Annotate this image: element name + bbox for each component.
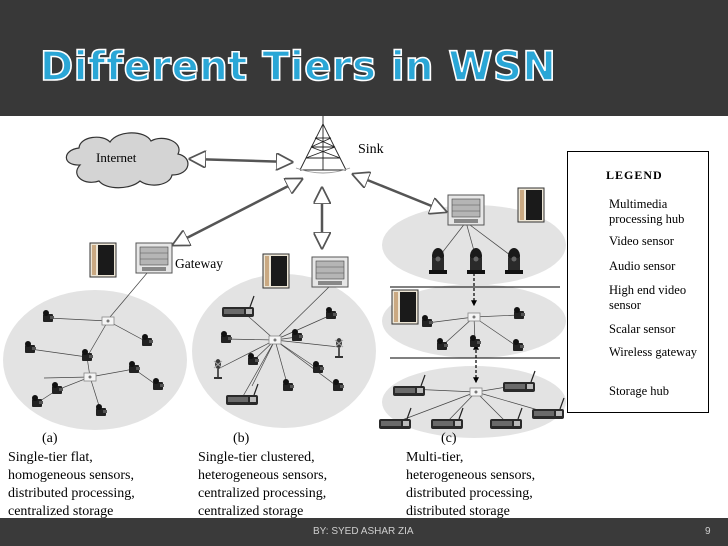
cluster-c (378, 187, 565, 430)
caption-a-line: centralized storage (8, 504, 114, 519)
legend: LEGEND Multimedia processing hub Video s… (567, 151, 709, 413)
caption-b-line: heterogeneous sensors, (198, 468, 328, 483)
cluster-a (25, 242, 173, 416)
legend-title: LEGEND (606, 168, 663, 182)
caption-a-line: homogeneous sensors, (8, 468, 134, 483)
caption-b-line: centralized storage (198, 504, 304, 519)
cluster-a-area (3, 290, 187, 430)
caption-a: Single-tier flat, homogeneous sensors, d… (8, 449, 135, 521)
caption-a-letter: (a) (42, 431, 58, 446)
caption-c-line: Multi-tier, (406, 450, 464, 465)
footer-author: BY: SYED ASHAR ZIA (313, 526, 414, 537)
sink-label: Sink (358, 142, 384, 157)
caption-c-line: distributed storage (406, 504, 510, 519)
sink-tower-icon (295, 116, 351, 174)
internet-label: Internet (96, 150, 137, 165)
caption-c-letter: (c) (441, 431, 457, 446)
legend-label-scalar-sensor: Scalar sensor (609, 322, 676, 336)
legend-label-high-end-video: High end video sensor (609, 283, 687, 312)
legend-label-multimedia-hub: Multimedia processing hub (609, 197, 685, 226)
caption-b-line: Single-tier clustered, (198, 450, 315, 465)
slide-footer: BY: SYED ASHAR ZIA 9 (0, 518, 728, 546)
legend-label-storage-hub: Storage hub (609, 384, 670, 398)
caption-c-line: distributed processing, (406, 486, 533, 501)
title-bar: Different Tiers in WSN (0, 0, 728, 116)
legend-label-video-sensor: Video sensor (609, 234, 674, 248)
caption-b-line: centralized processing, (198, 486, 327, 501)
caption-a-line: Single-tier flat, (8, 450, 93, 465)
caption-b-letter: (b) (233, 431, 250, 446)
caption-c-line: heterogeneous sensors, (406, 468, 536, 483)
legend-label-wireless-gateway: Wireless gateway (609, 345, 698, 359)
slide-title: Different Tiers in WSN (39, 43, 557, 91)
caption-b: Single-tier clustered, heterogeneous sen… (198, 449, 327, 521)
caption-c: Multi-tier, heterogeneous sensors, distr… (406, 449, 535, 521)
page-number: 9 (705, 526, 711, 537)
cluster-b-area (192, 274, 376, 428)
caption-a-line: distributed processing, (8, 486, 135, 501)
cluster-b (213, 253, 349, 406)
gateway-label: Gateway (175, 256, 223, 271)
internet-cloud (65, 132, 189, 189)
legend-label-audio-sensor: Audio sensor (609, 259, 676, 273)
